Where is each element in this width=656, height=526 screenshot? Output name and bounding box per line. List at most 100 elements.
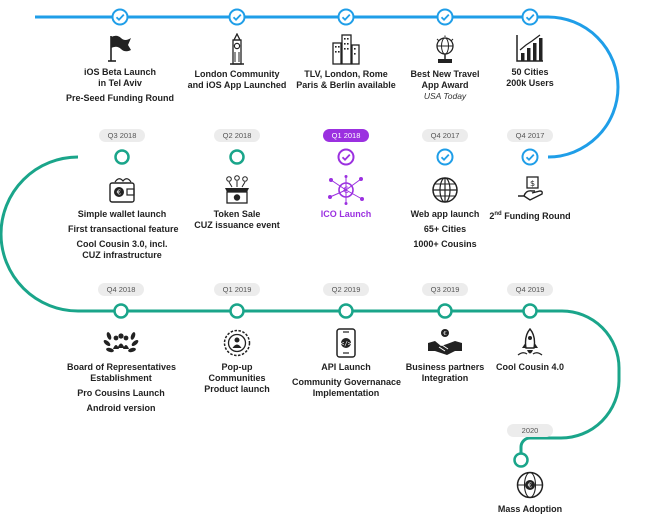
popup-badge-icon [223, 329, 251, 357]
milestone-title: iOS Beta Launch [83, 67, 156, 77]
milestone-note: First transactional feature [68, 224, 179, 234]
milestone-title: Best New Travel [410, 69, 480, 79]
quarter-label: Q3 2019 [422, 283, 468, 296]
web-globe-icon [432, 177, 458, 203]
milestone-title: in Tel Aviv [98, 78, 142, 88]
milestone-board: Board of Representatives Establishment P… [67, 328, 176, 414]
milestone-note: Pre-Seed Funding Round [66, 93, 174, 103]
milestone-title: Simple wallet launch [77, 209, 167, 219]
milestone-title: CUZ issuance event [194, 220, 280, 230]
coin-globe-icon: € [516, 471, 544, 499]
milestone-note: Pro Cousins Launch [77, 388, 165, 398]
svg-text:€: € [443, 331, 447, 337]
milestone-title: Pop-up [221, 362, 253, 372]
svg-text:€: € [117, 189, 121, 197]
milestone-ico-launch: € ICO Launch [292, 175, 400, 220]
quarter-label: Q4 2017 [422, 129, 468, 142]
flag-icon [108, 35, 131, 62]
quarter-label: 2020 [507, 424, 553, 437]
milestone-note: 1000+ Cousins [413, 239, 477, 249]
milestone-title: Integration [421, 373, 469, 383]
milestone-travel-award: Best New Travel App Award USA Today [391, 35, 499, 101]
big-ben-icon [230, 33, 244, 65]
milestone-business-partners: € Business partners Integration [391, 328, 499, 384]
check-node [521, 148, 539, 166]
ordinal-number: 2 [489, 211, 495, 221]
track-row3 [0, 155, 621, 458]
timeline-node [113, 303, 129, 319]
milestone-token-sale: Token Sale CUZ issuance event [183, 175, 291, 231]
milestone-title: Cool Cousin 4.0 [495, 362, 564, 372]
check-node [228, 8, 246, 26]
milestone-title: ICO Launch [320, 209, 372, 219]
timeline-node [229, 303, 245, 319]
svg-text:€: € [343, 186, 349, 196]
ico-network-icon: € [328, 175, 364, 205]
milestone-title: Product launch [204, 384, 270, 394]
milestone-title: and iOS App Launched [187, 80, 287, 90]
milestone-api-launch: </> API Launch Community Governanace Imp… [292, 328, 402, 399]
milestone-title: Mass Adoption [497, 504, 563, 514]
milestone-title: Paris & Berlin available [296, 80, 396, 90]
milestone-mass-adoption: € Mass Adoption [476, 470, 584, 515]
timeline-node [229, 149, 245, 165]
check-node [111, 8, 129, 26]
svg-text:€: € [528, 482, 532, 490]
quarter-label: Q4 2017 [507, 129, 553, 142]
wallet-icon: € [109, 178, 135, 203]
milestone-title: 50 Cities [511, 67, 549, 77]
milestone-title: Token Sale [213, 209, 261, 219]
award-globe-icon [436, 35, 454, 63]
svg-text:$: $ [530, 179, 535, 188]
growth-chart-icon [516, 34, 543, 62]
quarter-label-current: Q1 2018 [323, 129, 369, 142]
milestone-cities-available: TLV, London, Rome Paris & Berlin availab… [292, 33, 400, 91]
milestone-title: TLV, London, Rome [304, 69, 388, 79]
quarter-label: Q2 2019 [323, 283, 369, 296]
city-buildings-icon [332, 34, 360, 65]
track-row1 [35, 15, 620, 159]
milestone-source: USA Today [423, 91, 467, 101]
milestone-title: App Award [421, 80, 469, 90]
milestone-note: 65+ Cities [423, 224, 467, 234]
handshake-icon: € [428, 329, 462, 355]
funding-hand-icon: $ [518, 176, 543, 201]
milestone-50-cities: 50 Cities 200k Users [476, 33, 584, 89]
milestone-note: Cool Cousin 3.0, incl. [76, 239, 168, 249]
milestone-title-rest: Funding Round [501, 211, 571, 221]
milestone-second-funding: $ 2nd Funding Round [476, 175, 584, 222]
timeline-node [437, 303, 453, 319]
milestone-ios-beta: iOS Beta Launch in Tel Aviv Pre-Seed Fun… [66, 33, 174, 104]
milestone-title: 200k Users [506, 78, 554, 88]
quarter-label: Q2 2018 [214, 129, 260, 142]
token-sale-icon [225, 175, 249, 204]
milestone-note: Implementation [312, 388, 380, 398]
milestone-popup-communities: Pop-up Communities Product launch [183, 328, 291, 395]
quarter-label: Q4 2019 [507, 283, 553, 296]
check-node [521, 8, 539, 26]
check-node [337, 148, 355, 166]
milestone-title: 2nd Funding Round [476, 209, 584, 222]
milestone-web-app: Web app launch 65+ Cities 1000+ Cousins [391, 175, 499, 250]
check-node [436, 148, 454, 166]
milestone-note: CUZ infrastructure [82, 250, 162, 260]
check-node [337, 8, 355, 26]
ordinal-suffix: nd [494, 211, 502, 217]
check-node [436, 8, 454, 26]
quarter-label: Q1 2019 [214, 283, 260, 296]
milestone-cool-cousin-4: Cool Cousin 4.0 [476, 328, 584, 373]
milestone-title: Establishment [90, 373, 152, 383]
quarter-label: Q3 2018 [99, 129, 145, 142]
timeline-node [338, 303, 354, 319]
milestone-note: Community Governanace [292, 377, 402, 387]
api-phone-icon: </> [336, 328, 356, 358]
rocket-icon [517, 328, 543, 356]
svg-text:</>: </> [341, 340, 352, 347]
milestone-title: Business partners [405, 362, 485, 372]
laurel-people-icon [103, 332, 139, 353]
timeline-node [522, 303, 538, 319]
timeline-node [114, 149, 130, 165]
milestone-wallet: € Simple wallet launch First transaction… [68, 175, 179, 261]
